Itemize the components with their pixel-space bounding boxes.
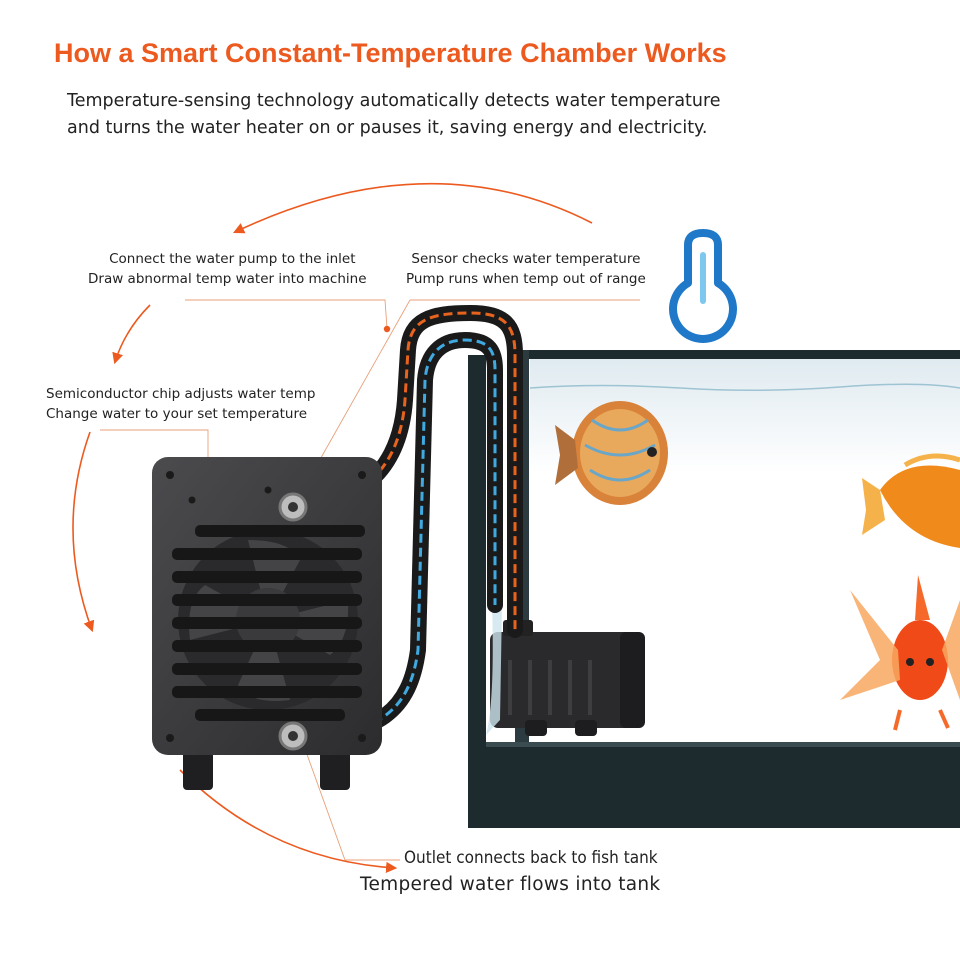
fish-tank [468,350,960,828]
water-surface [529,383,960,392]
annotation-outlet-line1: Outlet connects back to fish tank [404,848,658,868]
annotation-inlet-line2: Draw abnormal temp water into machine [88,271,367,287]
tank-wall-left [468,355,486,828]
page-subtitle: Temperature-sensing technology automatic… [67,88,767,142]
annotation-chip: Semiconductor chip adjusts water temp Ch… [46,384,315,424]
device-leg-right [320,745,350,790]
annotation-chip-line1: Semiconductor chip adjusts water temp [46,386,316,402]
leader-outlet [299,734,400,861]
water-pump-icon [486,605,645,736]
arrow-top [232,182,593,234]
device-grille [172,525,365,721]
arrow-left [72,431,95,633]
annotation-inlet-line1: Connect the water pump to the inlet [109,251,356,267]
leader-inlet [185,299,388,329]
subtitle-line-2: and turns the water heater on or pauses … [67,118,708,138]
thermometer-icon [669,229,737,343]
leader-inlet-dot [383,325,391,333]
tank-bottom [468,742,960,828]
annotation-inlet: Connect the water pump to the inlet Draw… [88,249,367,289]
annotation-sensor-line2: Pump runs when temp out of range [406,271,646,287]
fish-orange [862,453,960,548]
fish-goldfish [840,575,960,731]
chamber-device [152,457,382,790]
annotation-sensor: Sensor checks water temperature Pump run… [406,249,646,289]
annotation-chip-line2: Change water to your set temperature [46,406,308,422]
arrow-bottom [179,769,398,874]
tank-rim [515,350,960,359]
subtitle-line-1: Temperature-sensing technology automatic… [67,91,721,111]
device-leg-left [183,745,213,790]
annotation-sensor-line1: Sensor checks water temperature [411,251,641,267]
fish-discus [555,401,668,505]
page-title: How a Smart Constant-Temperature Chamber… [54,38,727,68]
flow-arrows [72,182,593,874]
annotation-outlet-line2: Tempered water flows into tank [360,874,661,895]
arrow-upper-left [112,304,151,365]
tank-bottom-highlight [486,742,960,747]
